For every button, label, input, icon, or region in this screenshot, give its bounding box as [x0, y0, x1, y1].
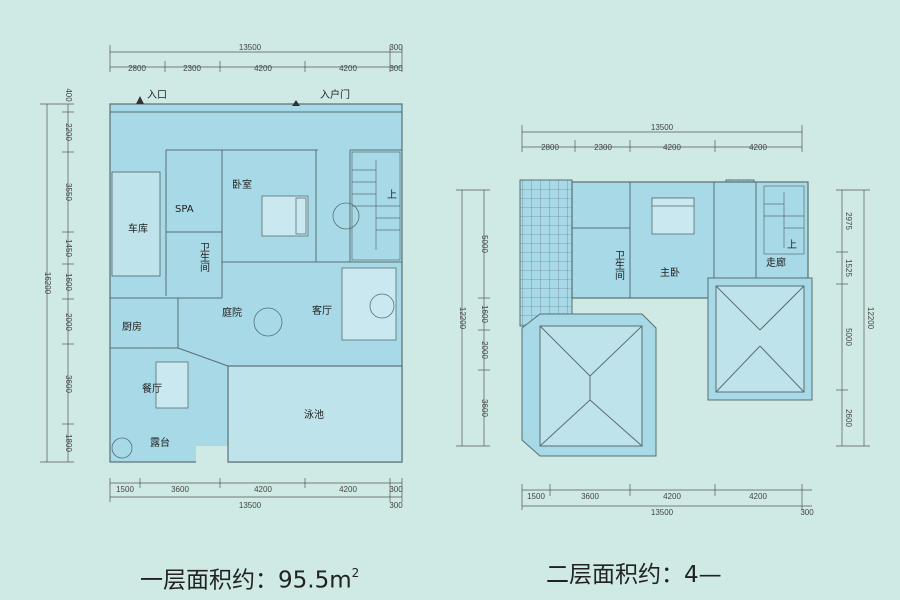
floor1-room-spa: SPA — [175, 204, 194, 215]
floor1-room-pool: 泳池 — [304, 408, 324, 421]
floor2-top-seg-1: 2800 — [541, 143, 559, 152]
floor1-sofa — [341, 267, 397, 341]
floor2-pergola-left — [519, 179, 573, 327]
floor2-bottom-seg-1: 1500 — [527, 492, 545, 501]
floor2-bottom-seg-2: 3600 — [581, 492, 599, 501]
floor1-bottom-seg-1: 1500 — [116, 485, 134, 494]
floor1-door-label: 入户门 — [320, 88, 350, 101]
floor2-left-dim-4: 3600 — [480, 399, 489, 417]
floor2-stair — [763, 185, 805, 255]
floor1-entrance-label: 入口 — [147, 90, 167, 101]
floor1-plan: 13500 300 300 2800 2300 4200 4200 400 — [40, 43, 403, 510]
floor1-top-side: 300 — [389, 43, 403, 52]
floor1-room-dining: 餐厅 — [142, 382, 162, 395]
floor1-room-garage: 车库 — [128, 222, 148, 235]
floor2-top-seg-2: 2300 — [594, 143, 612, 152]
floor2-bottom-total: 13500 — [651, 508, 674, 517]
floor1-dining-table — [155, 361, 189, 409]
floor1-top-seg-3: 4200 — [254, 64, 272, 73]
floor2-bed — [651, 197, 695, 235]
floor1-left-total: 16200 — [43, 272, 52, 295]
floor1-garage-area — [111, 171, 161, 277]
floor1-terrace-notch — [196, 446, 228, 464]
floor2-top-seg-3: 4200 — [663, 143, 681, 152]
floor1-left-dim-2: 2200 — [64, 123, 73, 141]
floor2-stair-up-label: 上 — [787, 239, 797, 251]
floor1-bottom-seg-4: 4200 — [339, 485, 357, 494]
floor2-left-dim-2: 1600 — [480, 305, 489, 323]
floor2-left-dim-1: 5000 — [480, 235, 489, 253]
floor1-left-dimensions — [40, 103, 74, 463]
floor1-room-kitchen: 厨房 — [122, 320, 142, 333]
floor1-room-bathroom: 卫生间 — [198, 242, 210, 273]
floor2-room-master: 主卧 — [660, 266, 680, 279]
floor1-bed — [261, 195, 309, 237]
floor2-right-dim-4: 2600 — [844, 409, 853, 427]
floor2-right-dim-2: 1525 — [844, 259, 853, 277]
floor2-top-seg-4: 4200 — [749, 143, 767, 152]
floor1-area-unit-sup: 2 — [351, 566, 360, 580]
floor1-interior-walls — [110, 111, 402, 367]
floor1-room-bedroom: 卧室 — [232, 178, 252, 191]
floor1-top-seg-1: 2800 — [128, 64, 146, 73]
floor2-right-dim-1: 2975 — [844, 212, 853, 230]
floor1-area-text: 一层面积约：95.5m — [140, 567, 352, 594]
floor2-left-total: 12200 — [458, 307, 467, 330]
floor1-room-living: 客厅 — [312, 304, 332, 317]
floor1-entrance-arrow-icon — [136, 96, 144, 104]
floor1-bottom-dimensions — [109, 478, 403, 502]
floor1-courtyard-decor — [253, 307, 283, 337]
floor2-left-dim-3: 2000 — [480, 341, 489, 359]
floor2-left-dimensions — [456, 189, 490, 447]
floor1-top-seg-2: 2300 — [183, 64, 201, 73]
floor2-plan: 13500 2800 2300 4200 4200 5000 1600 2000… — [456, 123, 875, 517]
floor1-left-dim-5: 1600 — [64, 273, 73, 291]
floor2-area-caption: 二层面积约：4— — [546, 562, 722, 588]
floor1-stair-up-label: 上 — [387, 189, 397, 201]
floor1-stair — [351, 151, 401, 261]
floor1-top-seg-4: 4200 — [339, 64, 357, 73]
floor2-right-dimensions — [836, 189, 870, 447]
floor1-bottom-seg-3: 4200 — [254, 485, 272, 494]
floor2-roof-left — [521, 313, 657, 457]
floor2-roof-right — [707, 277, 813, 401]
floor1-top-total: 13500 — [239, 43, 262, 52]
floor1-area-caption: 一层面积约：95.5m2 — [140, 558, 360, 594]
floor1-left-dim-6: 2000 — [64, 313, 73, 331]
floor1-left-dim-1: 400 — [64, 88, 73, 102]
floor2-bottom-side: 300 — [800, 508, 814, 517]
floor2-bottom-seg-3: 4200 — [663, 492, 681, 501]
floor1-terrace-decor — [111, 437, 133, 459]
floor1-room-terrace: 露台 — [150, 436, 170, 449]
floor2-room-bathroom: 卫生间 — [613, 250, 625, 281]
floor2-top-dimensions — [521, 125, 803, 152]
floor1-left-dim-8: 1800 — [64, 434, 73, 452]
floor1-left-dim-4: 1450 — [64, 239, 73, 257]
floor1-bottom-seg-2: 3600 — [171, 485, 189, 494]
floor2-room-corridor: 走廊 — [766, 256, 786, 269]
floor1-door-arrow-icon — [292, 100, 300, 106]
floor1-bottom-side: 300 — [389, 485, 403, 494]
floor2-top-total: 13500 — [651, 123, 674, 132]
floor2-right-dim-3: 5000 — [844, 328, 853, 346]
floor1-room-courtyard: 庭院 — [222, 306, 242, 319]
floor1-pool-area — [227, 365, 403, 463]
floor2-right-total: 12200 — [866, 307, 875, 330]
floor1-left-dim-3: 3550 — [64, 183, 73, 201]
floor1-bottom-side-2: 300 — [389, 501, 403, 510]
floor1-spiral-decor — [332, 202, 360, 230]
floor1-top-side-2: 300 — [389, 64, 403, 73]
floor1-bottom-total: 13500 — [239, 501, 262, 510]
floor1-left-dim-7: 3600 — [64, 375, 73, 393]
floor1-top-dimensions — [109, 45, 403, 72]
floor2-bottom-dimensions — [521, 484, 812, 510]
floor2-bottom-seg-4: 4200 — [749, 492, 767, 501]
